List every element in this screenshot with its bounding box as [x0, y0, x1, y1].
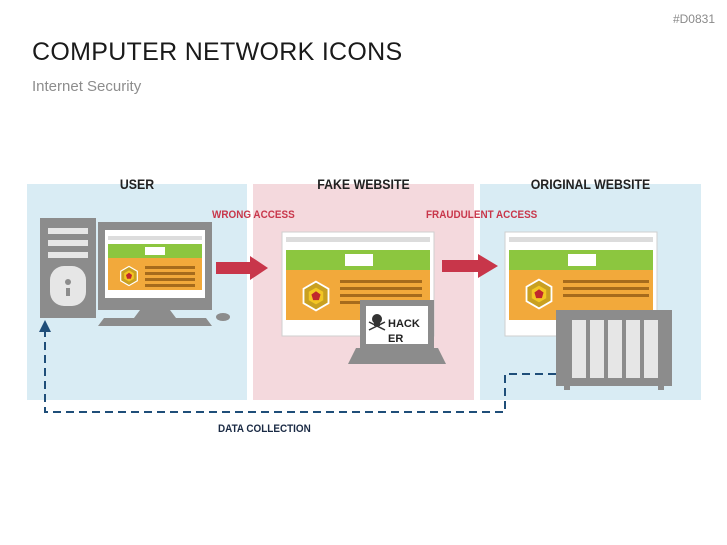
label-wrong-access: WRONG ACCESS — [212, 209, 295, 221]
label-data-collection: DATA COLLECTION — [218, 423, 311, 435]
page-subtitle: Internet Security — [32, 78, 142, 95]
label-hacker: HACKER — [388, 318, 420, 345]
data-collection-arrowhead — [39, 320, 51, 332]
wrong-access-arrow — [216, 256, 268, 280]
document-code: #D0831 — [672, 12, 715, 26]
label-fraudulent-access: FRAUDULENT ACCESS — [426, 209, 538, 221]
hacker-laptop-icon — [348, 300, 446, 364]
mouse-icon — [216, 313, 230, 321]
fraudulent-access-arrow — [442, 254, 498, 278]
skull-icon — [368, 314, 386, 331]
data-collection-path — [44, 332, 556, 413]
desktop-tower-icon — [40, 218, 96, 318]
panel-title-original: ORIGINAL WEBSITE — [530, 176, 651, 192]
panel-title-user: USER — [119, 176, 155, 192]
panel-title-fake: FAKE WEBSITE — [317, 176, 410, 192]
page-title: COMPUTER NETWORK ICONS — [32, 38, 403, 66]
desktop-monitor-icon — [98, 222, 230, 326]
nas-server-icon — [556, 310, 672, 390]
